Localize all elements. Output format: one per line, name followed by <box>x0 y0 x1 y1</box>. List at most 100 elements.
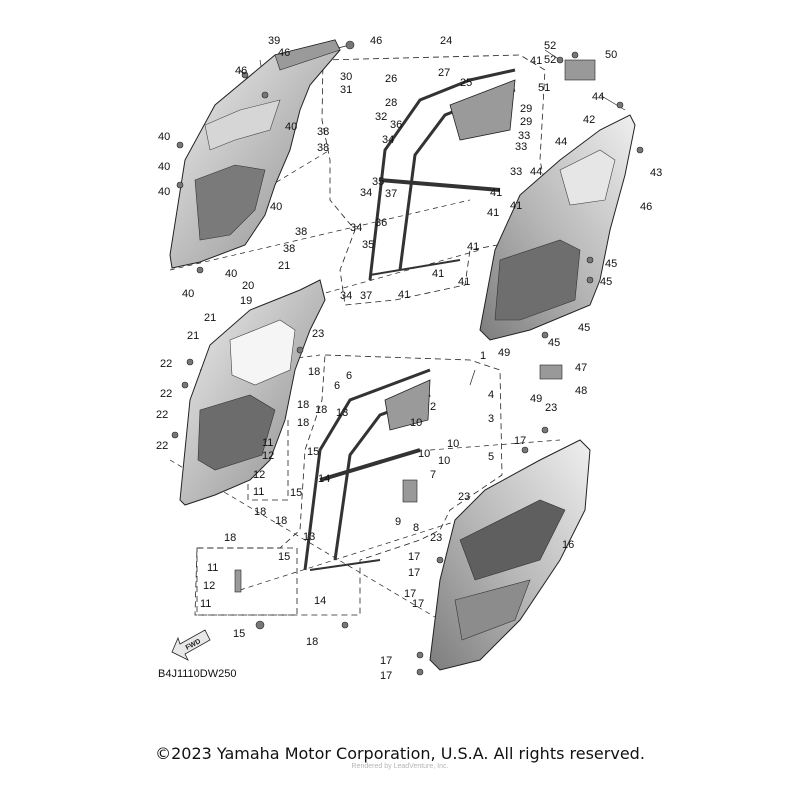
callout-23: 23 <box>430 532 442 544</box>
callout-45: 45 <box>578 322 590 334</box>
callout-21: 21 <box>278 260 290 272</box>
callout-33: 33 <box>518 130 530 142</box>
callout-9: 9 <box>395 516 401 528</box>
callout-40: 40 <box>158 131 170 143</box>
callout-37: 37 <box>360 290 372 302</box>
callout-17: 17 <box>404 588 416 600</box>
callout-46: 46 <box>640 201 652 213</box>
hinge-detail-outline-lower <box>196 547 298 616</box>
callout-38: 38 <box>283 243 295 255</box>
render-watermark: Rendered by LeadVenture, Inc. <box>351 763 449 770</box>
callout-42: 42 <box>583 114 595 126</box>
callout-52: 52 <box>544 54 556 66</box>
callout-45: 45 <box>605 258 617 270</box>
callout-40: 40 <box>158 161 170 173</box>
callout-34: 34 <box>340 290 352 302</box>
callout-41: 41 <box>458 276 470 288</box>
callout-47: 47 <box>575 362 587 374</box>
callout-34: 34 <box>360 187 372 199</box>
callout-8: 8 <box>413 522 419 534</box>
callout-13: 13 <box>336 407 348 419</box>
callout-21: 21 <box>204 312 216 324</box>
callout-41: 41 <box>530 55 542 67</box>
callout-35: 35 <box>362 239 374 251</box>
callout-38: 38 <box>317 126 329 138</box>
callout-26: 26 <box>385 73 397 85</box>
callout-20: 20 <box>242 280 254 292</box>
callout-17: 17 <box>380 655 392 667</box>
callout-44: 44 <box>530 166 542 178</box>
callout-10: 10 <box>410 417 422 429</box>
upper-right-door-panel <box>479 114 636 341</box>
callout-11: 11 <box>200 598 211 610</box>
callout-29: 29 <box>520 103 532 115</box>
callout-11: 11 <box>253 486 264 498</box>
callout-23: 23 <box>312 328 324 340</box>
callout-43: 43 <box>650 167 662 179</box>
callout-48: 48 <box>575 385 587 397</box>
callout-18: 18 <box>306 636 318 648</box>
callout-23: 23 <box>545 402 557 414</box>
callout-41: 41 <box>432 268 444 280</box>
callout-18: 18 <box>254 506 266 518</box>
callout-41: 41 <box>467 241 479 253</box>
callout-31: 31 <box>340 84 352 96</box>
callout-33: 33 <box>515 141 527 153</box>
callout-41: 41 <box>398 289 410 301</box>
callout-49: 49 <box>498 347 510 359</box>
callout-40: 40 <box>270 201 282 213</box>
callout-40: 40 <box>225 268 237 280</box>
callout-18: 18 <box>308 366 320 378</box>
callout-34: 34 <box>382 134 394 146</box>
callout-11: 11 <box>207 562 218 574</box>
callout-numbers: 39 46 46 46 40 40 40 40 40 40 40 24 30 3… <box>156 35 662 682</box>
callout-3: 3 <box>488 413 494 425</box>
lower-door-frame-plate <box>384 379 431 431</box>
callout-41: 41 <box>487 207 499 219</box>
callout-14: 14 <box>314 595 326 607</box>
callout-40: 40 <box>158 186 170 198</box>
callout-34: 34 <box>350 222 362 234</box>
callout-6: 6 <box>346 370 352 382</box>
upper-door-frame-plate <box>449 79 516 141</box>
callout-22: 22 <box>160 358 172 370</box>
callout-1: 1 <box>480 350 486 362</box>
callout-27: 27 <box>438 67 450 79</box>
callout-46: 46 <box>235 65 247 77</box>
callout-32: 32 <box>375 111 387 123</box>
callout-19: 19 <box>240 295 252 307</box>
callout-24: 24 <box>440 35 452 47</box>
callout-11: 11 <box>262 437 273 449</box>
callout-49: 49 <box>530 393 542 405</box>
callout-17: 17 <box>380 670 392 682</box>
fwd-arrow: FWD <box>171 629 211 661</box>
callout-5: 5 <box>488 451 494 463</box>
callout-38: 38 <box>317 142 329 154</box>
callout-45: 45 <box>600 276 612 288</box>
callout-40: 40 <box>285 121 297 133</box>
callout-18: 18 <box>224 532 236 544</box>
callout-35: 35 <box>372 176 384 188</box>
callout-10: 10 <box>418 448 430 460</box>
callout-22: 22 <box>160 388 172 400</box>
callout-18: 18 <box>275 515 287 527</box>
lower-left-door-panel <box>179 279 326 506</box>
copyright-notice: ©2023 Yamaha Motor Corporation, U.S.A. A… <box>155 744 645 763</box>
callout-52: 52 <box>544 40 556 52</box>
callout-22: 22 <box>156 409 168 421</box>
upper-frame-group-outline <box>321 54 549 306</box>
callout-38: 38 <box>295 226 307 238</box>
callout-15: 15 <box>233 628 245 640</box>
callout-33: 33 <box>510 166 522 178</box>
callout-40: 40 <box>182 288 194 300</box>
callout-17: 17 <box>412 598 424 610</box>
callout-7: 7 <box>430 469 436 481</box>
callout-36: 36 <box>390 119 402 131</box>
callout-46: 46 <box>370 35 382 47</box>
callout-17: 17 <box>408 567 420 579</box>
lower-right-door-panel <box>429 439 591 671</box>
callout-16: 16 <box>562 539 574 551</box>
callout-12: 12 <box>253 469 265 481</box>
callout-21: 21 <box>187 330 199 342</box>
callout-17: 17 <box>408 551 420 563</box>
